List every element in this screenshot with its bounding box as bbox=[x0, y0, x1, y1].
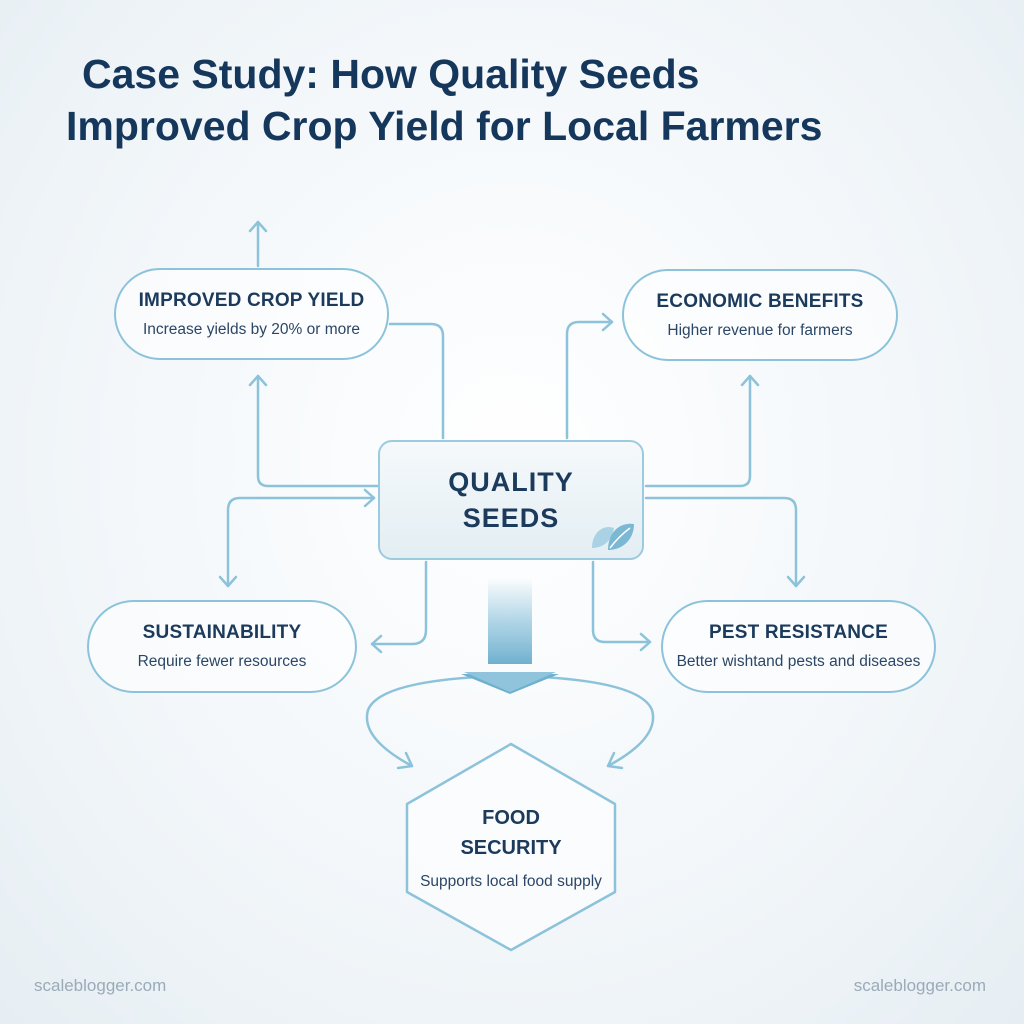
arrowhead-center-to-pest-side bbox=[639, 632, 652, 652]
node-title: IMPROVED CROP YIELD bbox=[138, 289, 365, 311]
watermark-right: scaleblogger.com bbox=[853, 976, 986, 995]
connector-center-to-pest bbox=[644, 496, 798, 588]
arrowhead-center-to-yield bbox=[248, 374, 268, 387]
arrowhead-center-to-sustain-b bbox=[363, 488, 376, 508]
node-quality-seeds: QUALITY SEEDS bbox=[378, 440, 644, 560]
arrowhead-center-to-econ bbox=[601, 312, 614, 332]
center-line-1: QUALITY bbox=[448, 467, 574, 497]
node-title: SUSTAINABILITY bbox=[142, 622, 302, 643]
food-title-line-2: SECURITY bbox=[460, 837, 562, 859]
connector-center-to-sustain-side bbox=[370, 560, 428, 646]
center-line-2: SEEDS bbox=[462, 503, 560, 533]
connector-center-to-sustain bbox=[226, 496, 376, 588]
arrowhead-center-to-sustain-a bbox=[218, 575, 238, 588]
connector-center-to-yield bbox=[256, 374, 380, 488]
node-economic-benefits: ECONOMIC BENEFITS Higher revenue for far… bbox=[622, 269, 898, 361]
node-subtitle: Better wishtand pests and diseases bbox=[676, 653, 921, 670]
title-line-2: Improved Crop Yield for Local Farmers bbox=[66, 103, 823, 149]
food-title-line-1: FOOD bbox=[482, 807, 540, 829]
node-subtitle: Require fewer resources bbox=[137, 653, 307, 670]
node-pest-resistance: PEST RESISTANCE Better wishtand pests an… bbox=[661, 600, 936, 693]
connector-center-to-pest-side bbox=[591, 560, 652, 644]
leaf-icon bbox=[592, 523, 634, 550]
node-subtitle: Higher revenue for farmers bbox=[667, 321, 853, 339]
node-food-security: FOOD SECURITY Supports local food supply bbox=[404, 742, 618, 952]
connector-center-to-econ-bottom bbox=[644, 374, 752, 488]
food-security-hexagon bbox=[405, 742, 617, 952]
arrowhead-center-to-econ-bottom bbox=[740, 374, 760, 387]
node-subtitle: Increase yields by 20% or more bbox=[142, 320, 361, 338]
node-sustainability: SUSTAINABILITY Require fewer resources bbox=[87, 600, 357, 693]
node-improved-crop-yield: IMPROVED CROP YIELD Increase yields by 2… bbox=[114, 268, 389, 360]
node-title: PEST RESISTANCE bbox=[709, 622, 888, 643]
node-subtitle: Supports local food supply bbox=[420, 873, 602, 890]
watermark-left: scaleblogger.com bbox=[34, 976, 167, 995]
connector-curve-right bbox=[518, 674, 655, 768]
arrowhead-yield-up bbox=[248, 220, 268, 233]
connector-yield-to-center bbox=[388, 322, 445, 440]
node-title: ECONOMIC BENEFITS bbox=[656, 290, 864, 312]
arrowhead-center-to-pest bbox=[786, 575, 806, 588]
connector-center-to-econ bbox=[565, 320, 614, 440]
title-line-1: Case Study: How Quality Seeds bbox=[82, 51, 700, 97]
page-title: Case Study: How Quality Seeds Improved C… bbox=[40, 48, 984, 152]
connector-curve-left bbox=[365, 674, 502, 768]
arrowhead-curve-left bbox=[396, 751, 414, 770]
arrowhead-center-to-sustain-side bbox=[370, 634, 383, 654]
arrowhead-curve-right bbox=[606, 751, 624, 770]
big-down-arrow bbox=[461, 578, 559, 694]
